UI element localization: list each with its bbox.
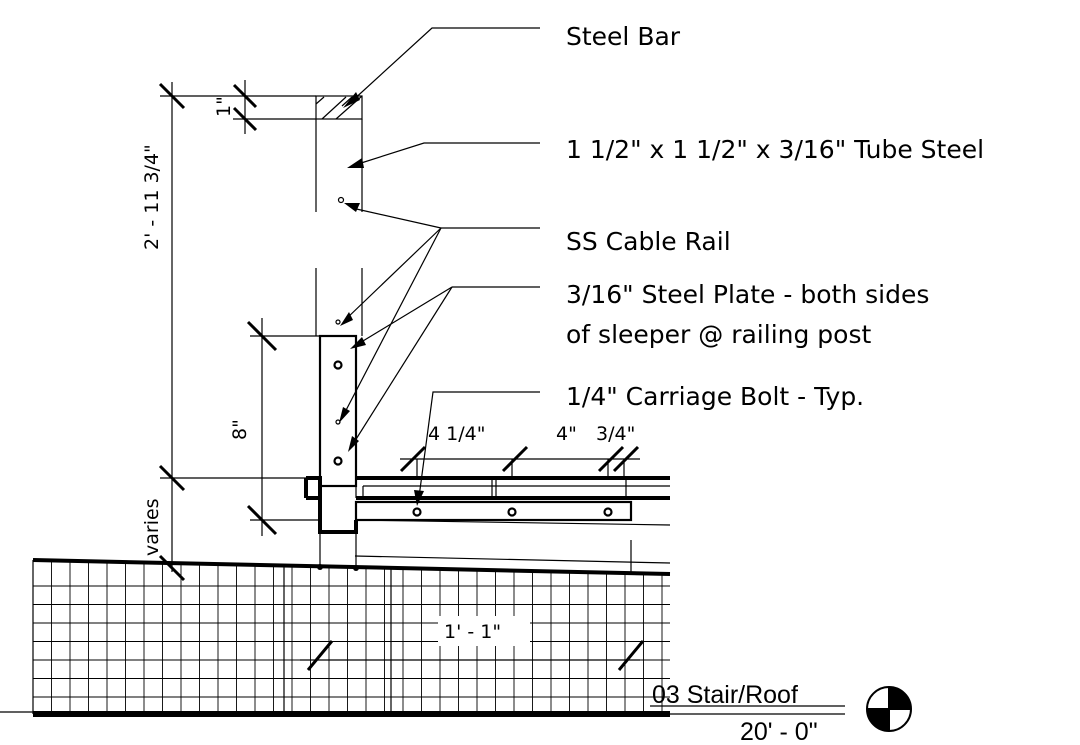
- leader-arrowhead: [348, 436, 359, 452]
- bolt-spacing-1: 4 1/4": [428, 423, 485, 445]
- note-carriage-bolt: 1/4" Carriage Bolt - Typ.: [414, 382, 864, 506]
- note-steel-bar: Steel Bar: [343, 22, 681, 108]
- note-steel-plate: 3/16" Steel Plate - both sides of sleepe…: [348, 280, 929, 452]
- roof-slope-line: [32, 558, 671, 576]
- dim-tick: [399, 445, 427, 473]
- plate-height-label: 8": [229, 419, 251, 440]
- dim-tick: [597, 445, 625, 473]
- plate-height-dimension: 8": [229, 318, 320, 536]
- bolt-spacing-2: 4": [556, 423, 577, 445]
- fastener-dot: [353, 565, 359, 571]
- slab-width-dimension: 1' - 1": [444, 621, 501, 643]
- dim-tick: [232, 83, 258, 109]
- dim-tick: [246, 504, 278, 536]
- dim-tick: [501, 445, 529, 473]
- varies-label: varies: [141, 498, 163, 556]
- slab-dim-label-mask: [438, 616, 530, 646]
- slab-mesh-grid: [33, 560, 670, 714]
- leader-arrowhead: [347, 158, 364, 168]
- level-name: 03 Stair/Roof: [652, 681, 798, 709]
- sleeper-bottom-line: [354, 555, 671, 564]
- level-datum-icon: [866, 686, 912, 732]
- tube-steel-note: 1 1/2" x 1 1/2" x 3/16" Tube Steel: [566, 135, 984, 164]
- leader-arrowhead: [343, 92, 360, 108]
- overall-height-label: 2' - 11 3/4": [141, 144, 163, 250]
- sleeper-side-plate: [354, 500, 633, 522]
- carriage-bolt: [603, 507, 613, 517]
- steel-bar: [315, 95, 363, 120]
- carriage-bolt-note: 1/4" Carriage Bolt - Typ.: [566, 382, 864, 411]
- bar-depth-label: 1": [213, 96, 235, 117]
- slab-dim-tick: [617, 640, 645, 671]
- note-cable-rail: SS Cable Rail: [339, 203, 731, 423]
- steel-bar-hatch: [321, 96, 347, 120]
- dim-tick: [158, 554, 186, 582]
- leader-arrowhead: [414, 490, 424, 506]
- dim-tick: [612, 445, 640, 473]
- level-marker: 03 Stair/Roof 20' - 0": [650, 681, 912, 745]
- leader-arrowhead: [350, 337, 366, 349]
- steel-bar-hatch: [341, 96, 353, 107]
- fastener-dot: [317, 564, 323, 570]
- plate-bolt: [333, 456, 343, 466]
- bolt-spacing-dimensions: 4 1/4" 4" 3/4": [399, 423, 640, 478]
- leader-arrowhead: [340, 312, 353, 326]
- steel-plate-note-line2: of sleeper @ railing post: [566, 320, 871, 349]
- plate-bolt: [333, 360, 343, 370]
- level-elevation: 20' - 0": [740, 718, 818, 745]
- steel-plate: [318, 334, 358, 488]
- deck-boards: [355, 476, 670, 500]
- bolt-spacing-3: 3/4": [596, 423, 635, 445]
- dim-tick: [246, 320, 278, 352]
- steel-plate-note-line1: 3/16" Steel Plate - both sides: [566, 280, 929, 309]
- steel-bar-note: Steel Bar: [566, 22, 681, 51]
- cable-rail-note: SS Cable Rail: [566, 227, 731, 256]
- carriage-bolt: [412, 507, 422, 517]
- cable-rail-dot: [335, 319, 341, 325]
- bar-depth-dimension: 1": [213, 80, 316, 134]
- cable-rail-dot: [337, 196, 345, 204]
- overall-height-dimension: 2' - 11 3/4" varies: [141, 82, 316, 582]
- concrete-slab: 1' - 1": [0, 558, 845, 717]
- steel-bar-hatch: [315, 96, 325, 105]
- leader-arrowhead: [339, 407, 350, 423]
- railing-post: [304, 95, 363, 540]
- leader-arrowhead: [344, 203, 360, 212]
- note-tube-steel: 1 1/2" x 1 1/2" x 3/16" Tube Steel: [347, 135, 984, 168]
- dim-tick: [232, 106, 258, 132]
- carriage-bolt: [507, 507, 517, 517]
- dim-tick: [158, 82, 186, 110]
- slab-dim-tick: [306, 640, 334, 671]
- cable-rail-dot: [335, 419, 341, 425]
